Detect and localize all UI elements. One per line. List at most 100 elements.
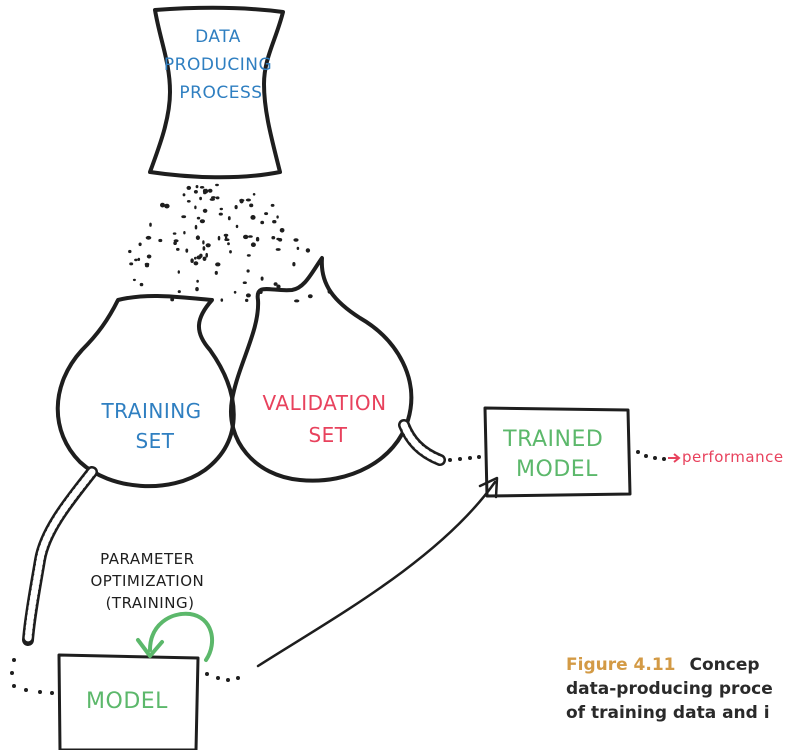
data-sample-dot [182, 193, 186, 197]
data-sample-dot [245, 293, 251, 298]
data-sample-dot [233, 290, 237, 294]
data-sample-dot [220, 298, 224, 302]
data-sample-dot [275, 248, 281, 251]
data-sample-dot [144, 262, 150, 266]
data-sample-dot [196, 216, 201, 220]
data-sample-dot [149, 222, 152, 227]
data-sample-dot [219, 207, 223, 211]
data-sample-dot [186, 185, 192, 190]
data-sample-dot [181, 215, 187, 219]
data-sample-dot [196, 279, 199, 283]
data-sample-dot [193, 190, 198, 194]
data-sample-dot [229, 250, 232, 254]
validation-feed-dots [448, 455, 481, 462]
data-sample-dot [205, 243, 211, 248]
data-sample-dot [194, 256, 197, 260]
data-sample-dot [173, 239, 179, 243]
data-sample-dot [211, 196, 216, 199]
data-producing-process-label: DATA PRODUCING PROCESS [164, 27, 278, 103]
data-sample-dot [205, 252, 208, 258]
data-sample-dot [173, 241, 177, 245]
data-sample-dot [202, 188, 207, 194]
performance-arrow [668, 453, 681, 463]
data-sample-dot [202, 240, 205, 245]
data-sample-dot [217, 235, 221, 241]
data-sample-dot [271, 236, 276, 240]
data-sample-dot [202, 256, 207, 261]
data-sample-dot [134, 258, 138, 262]
data-sample-dot [202, 246, 206, 251]
training-set-label: TRAINING SET [100, 399, 208, 453]
data-sample-dot [276, 215, 279, 219]
data-sample-dot [129, 262, 134, 266]
caption-line-2: data-producing proce [566, 679, 773, 699]
figure-number: Figure 4.11 [566, 655, 676, 675]
data-sample-dot [260, 220, 265, 225]
data-sample-dot [195, 287, 199, 292]
validation-set-node: VALIDATION SET [229, 256, 414, 483]
data-sample-dot [190, 258, 194, 264]
data-sample-dot [194, 224, 198, 230]
caption-line-1: Concep [689, 655, 760, 675]
data-sample-dot [158, 238, 163, 243]
data-sample-dot [223, 233, 229, 237]
data-sample-dot [139, 282, 144, 287]
data-sample-dot [249, 203, 254, 208]
data-sample-dot [243, 234, 249, 240]
data-sample-dot [245, 198, 251, 202]
data-sample-dot [227, 242, 230, 246]
data-sample-dot [199, 196, 203, 201]
trained-model-node: TRAINED MODEL [483, 406, 632, 498]
data-sample-dot [202, 208, 208, 213]
data-sample-dot [276, 237, 281, 241]
data-sample-dot [145, 235, 152, 240]
data-sample-dot [245, 298, 249, 302]
model-to-trained-arrow [256, 476, 499, 668]
training-loop-arrow [136, 611, 215, 662]
data-sample-dot [186, 200, 191, 203]
data-sample-dot [196, 255, 202, 260]
validation-stream-tube [398, 419, 446, 466]
data-sample-dot [215, 262, 221, 267]
data-sample-dot [235, 224, 239, 229]
data-sample-dot [194, 205, 197, 210]
data-sample-dot [170, 297, 175, 302]
data-sample-dot [264, 212, 269, 216]
data-sample-dot [255, 236, 260, 242]
data-sample-dot [138, 242, 142, 247]
data-sample-dot [250, 242, 256, 247]
data-sample-dot [239, 198, 244, 204]
data-sample-dot [248, 235, 253, 238]
data-sample-dot [199, 219, 205, 224]
data-sample-dot [273, 282, 278, 286]
data-sample-dot [293, 238, 299, 242]
data-sample-dot [215, 183, 219, 187]
data-sample-dot [199, 186, 205, 189]
data-sample-dot [185, 248, 189, 253]
data-sample-dot [296, 246, 300, 250]
data-sample-dot [207, 188, 213, 193]
data-sample-dot [172, 232, 177, 235]
performance-label: performance [682, 448, 784, 466]
data-sample-dot [132, 278, 136, 282]
data-sample-dot [242, 281, 247, 285]
data-sample-dot [164, 204, 168, 207]
data-sample-dot [292, 262, 296, 267]
data-sample-dot [160, 202, 165, 208]
performance-feed-dots [636, 450, 666, 461]
data-sample-dot [209, 198, 215, 201]
data-producing-process-node: DATA PRODUCING PROCESS [148, 5, 285, 180]
data-sample-dot [260, 276, 264, 281]
data-sample-dot [307, 294, 313, 299]
model-node: MODEL [57, 653, 200, 750]
parameter-optimization-label: PARAMETER OPTIMIZATION (TRAINING) [90, 550, 209, 612]
data-sample-dot [272, 220, 277, 224]
data-sample-dot [224, 236, 228, 241]
data-sample-dot [137, 257, 141, 261]
data-sample-dot [195, 235, 200, 240]
data-sample-dot [305, 248, 311, 253]
data-sample-dot [193, 261, 199, 266]
data-sample-dot [234, 205, 238, 210]
